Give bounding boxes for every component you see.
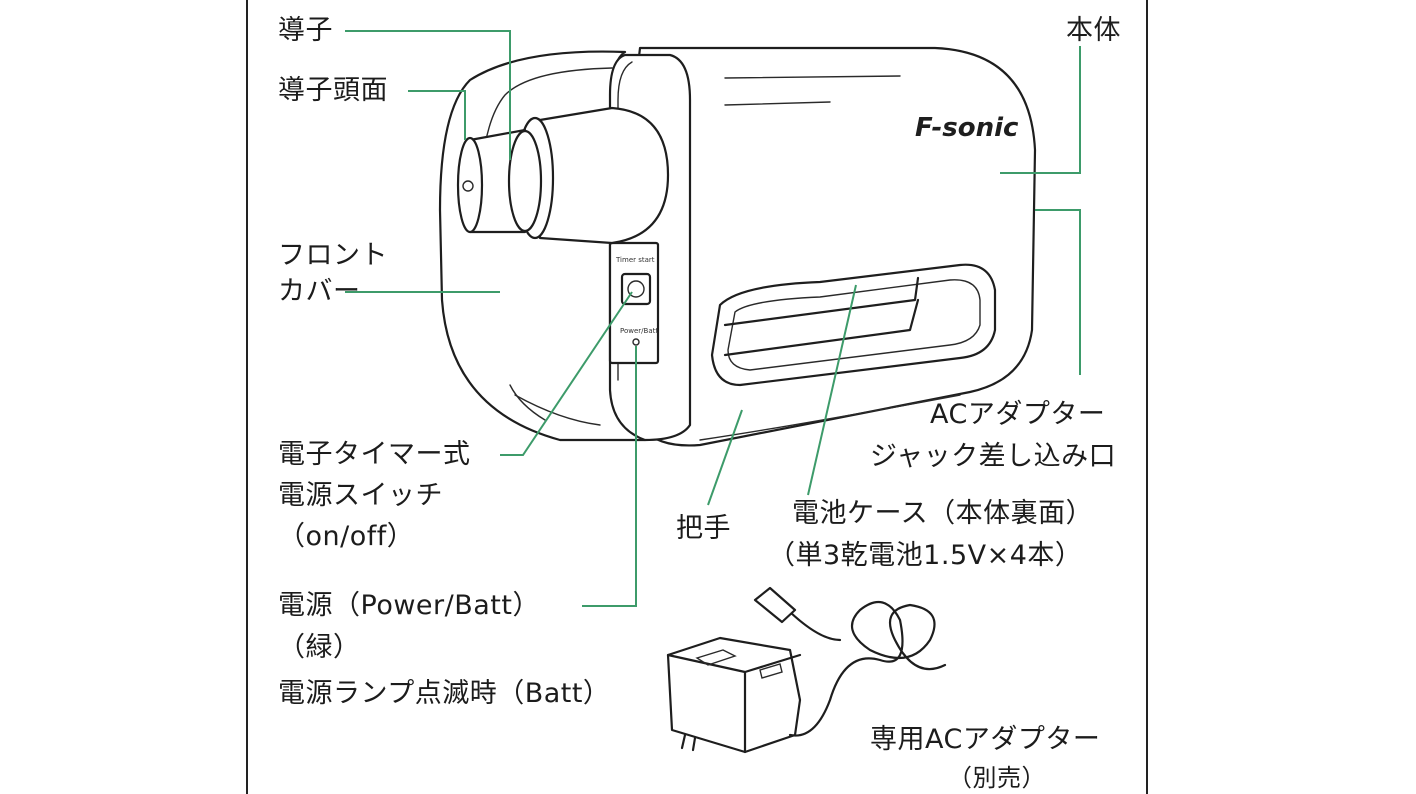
- device-body-drawing: Timer start Power/Batt F-sonic: [438, 46, 1037, 447]
- label-probe-head: 導子頭面: [278, 75, 388, 106]
- label-handle: 把手: [676, 513, 731, 544]
- label-adapter-line2: （別売）: [948, 764, 1046, 792]
- leader-ac-jack: [1035, 209, 1081, 375]
- label-battery-line1: 電池ケース（本体裏面）: [792, 498, 1094, 529]
- label-body: 本体: [1066, 15, 1121, 46]
- label-front-cover-line1: フロント: [278, 240, 388, 271]
- label-adapter-line1: 専用ACアダプター: [870, 724, 1101, 755]
- leader-battery: [807, 284, 857, 496]
- label-ac-jack-line1: ACアダプター: [930, 399, 1106, 430]
- label-timer-switch-line1: 電子タイマー式: [278, 439, 471, 470]
- leader-probe-head: [408, 90, 466, 140]
- right-frame-border: [1146, 0, 1148, 794]
- leader-lines: [345, 30, 1081, 607]
- label-front-cover-line2: カバー: [278, 276, 361, 307]
- ac-adapter-drawing: [666, 586, 947, 754]
- leader-power-lamp: [582, 346, 637, 607]
- label-probe: 導子: [278, 15, 333, 46]
- panel-top-text: Timer start: [615, 256, 655, 264]
- panel-bottom-text: Power/Batt: [620, 327, 658, 335]
- label-power-lamp-line3: 電源ランプ点滅時（Batt）: [278, 678, 611, 709]
- label-power-lamp-line1: 電源（Power/Batt）: [278, 590, 540, 621]
- label-power-lamp-line2: （緑）: [278, 632, 361, 663]
- label-battery-line2: （単3乾電池1.5V×4本）: [768, 540, 1083, 571]
- leader-timer-switch: [500, 291, 633, 456]
- brand-logo: F-sonic: [915, 113, 1019, 143]
- probe-drawing: [456, 106, 670, 245]
- label-timer-switch-line2: 電源スイッチ: [278, 480, 443, 511]
- leader-body: [1000, 46, 1081, 174]
- left-frame-border: [246, 0, 248, 794]
- label-ac-jack-line2: ジャック差し込み口: [870, 441, 1117, 472]
- label-timer-switch-line3: （on/off）: [278, 521, 415, 552]
- leader-probe: [345, 30, 511, 160]
- leader-handle: [707, 409, 743, 506]
